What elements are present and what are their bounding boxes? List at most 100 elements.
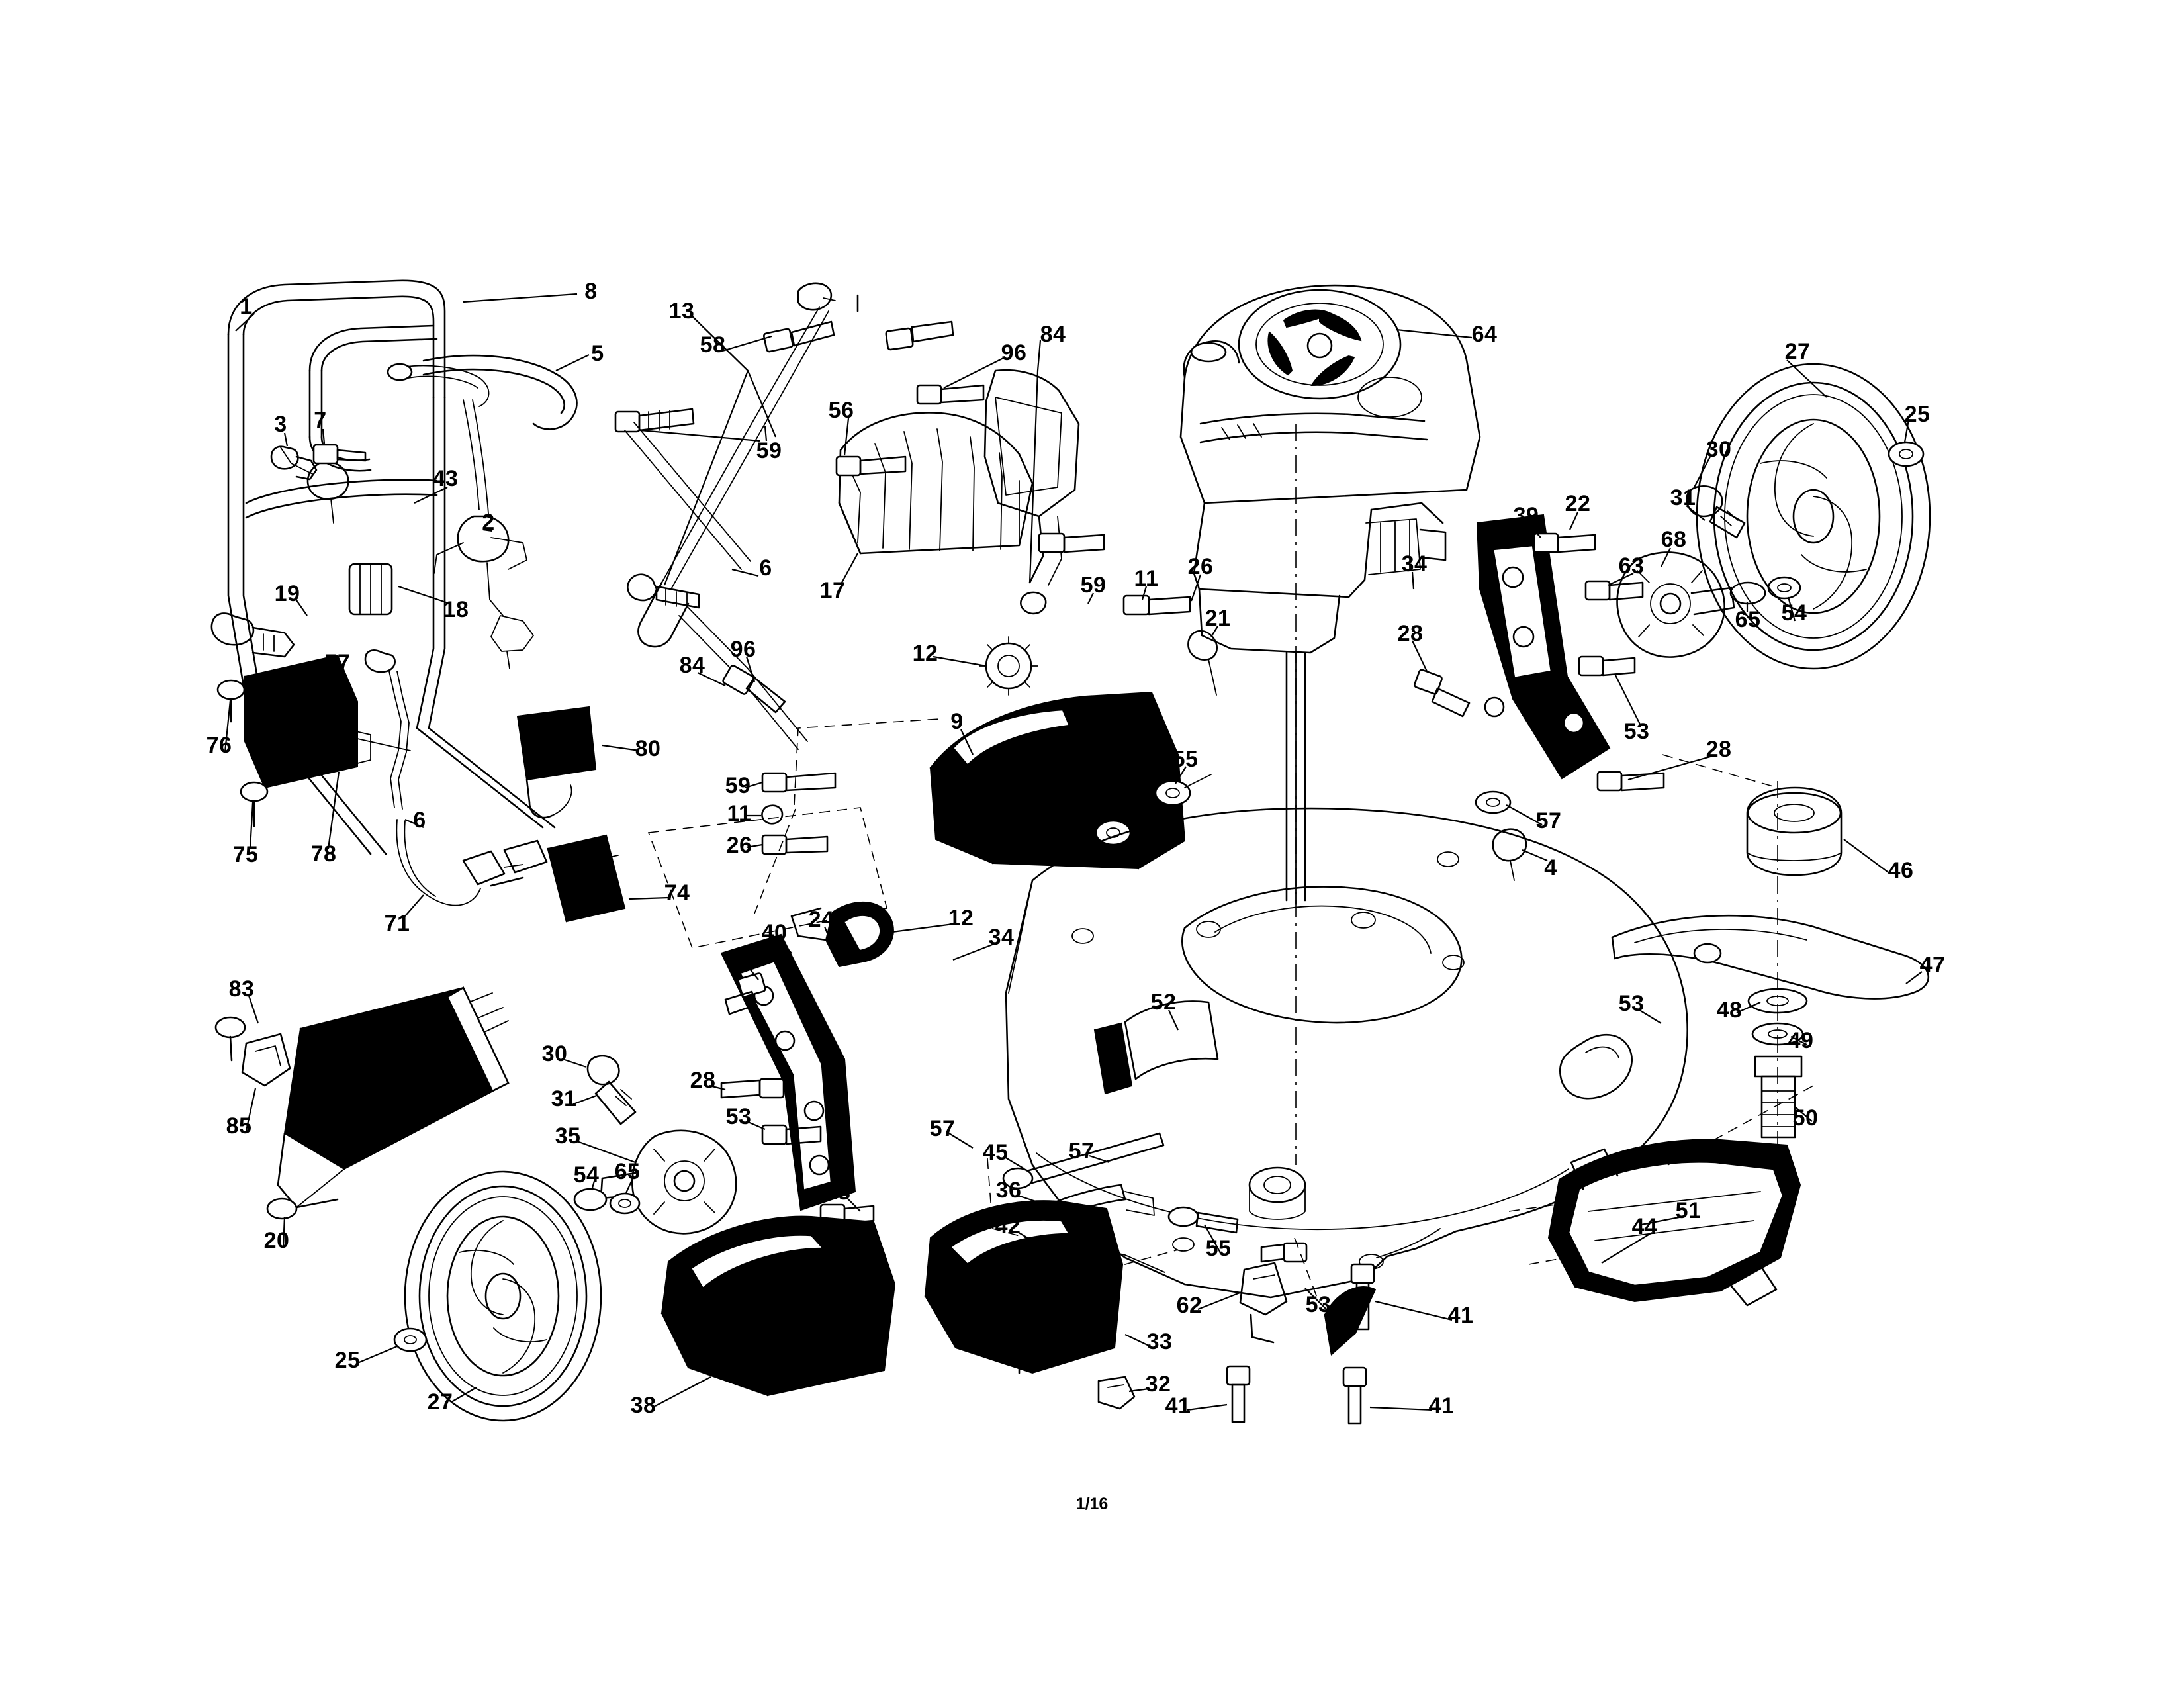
engine-64 xyxy=(1179,284,1481,905)
washer-20-lower xyxy=(266,1197,298,1220)
adapter-leader-dash xyxy=(1662,754,1778,788)
callout-18: 18 xyxy=(443,597,469,622)
callout-31: 31 xyxy=(1670,485,1696,510)
callout-96: 96 xyxy=(1001,340,1027,365)
callout-33: 33 xyxy=(1146,1329,1173,1354)
mower-deck-52 xyxy=(1005,807,1688,1299)
callout-21: 21 xyxy=(1205,606,1231,631)
shield-dash-1 xyxy=(1508,1204,1556,1212)
knob-19 xyxy=(210,612,295,658)
callout-63: 63 xyxy=(1618,553,1645,579)
bolt-28-right xyxy=(1596,771,1665,792)
callout-50: 50 xyxy=(1792,1105,1819,1131)
control-cable-assembly xyxy=(280,363,534,669)
callout-9: 9 xyxy=(950,709,964,734)
callout-54: 54 xyxy=(1781,600,1807,626)
wire-harness xyxy=(396,819,548,906)
callout-19: 19 xyxy=(274,581,300,606)
brake-arm xyxy=(1324,1286,1377,1356)
callout-65: 65 xyxy=(614,1159,641,1184)
assembly-region-dash-3 xyxy=(754,808,796,914)
callout-49: 49 xyxy=(1788,1028,1814,1053)
callout-72: 72 xyxy=(584,845,611,870)
callout-51: 51 xyxy=(1675,1198,1702,1223)
handle-bolt-7 xyxy=(312,444,367,465)
bolt-96 xyxy=(916,384,985,405)
bolt-41-c xyxy=(1342,1366,1367,1425)
callout-53: 53 xyxy=(1305,1292,1332,1317)
callout-57: 57 xyxy=(1068,1139,1095,1164)
callout-52: 52 xyxy=(1150,990,1177,1015)
callout-36: 36 xyxy=(995,1178,1022,1203)
bolt-28-left-lower xyxy=(1414,669,1471,718)
callout-45: 45 xyxy=(982,1140,1009,1165)
callout-22: 22 xyxy=(726,947,752,972)
washers-55-upper xyxy=(1095,774,1212,846)
callout-3: 3 xyxy=(274,412,287,437)
callout-25: 25 xyxy=(1904,402,1931,427)
callout-34: 34 xyxy=(1401,551,1428,577)
callout-96: 96 xyxy=(730,637,756,662)
latch-32 xyxy=(1097,1376,1136,1410)
assembly-region-dash xyxy=(647,807,887,949)
blade-47 xyxy=(1611,914,1930,1000)
callout-58: 58 xyxy=(700,332,726,357)
callout-39: 39 xyxy=(1513,503,1539,528)
module-74 xyxy=(547,834,626,923)
bolts-59-11-26 xyxy=(761,772,837,855)
callout-85: 85 xyxy=(226,1113,252,1139)
callout-59: 59 xyxy=(756,438,782,463)
leader-lines xyxy=(224,293,1923,1411)
assembly-region-dash-2 xyxy=(794,718,940,806)
callout-84: 84 xyxy=(679,653,705,678)
callout-71: 71 xyxy=(384,911,410,936)
callout-8: 8 xyxy=(584,279,598,304)
callout-64: 64 xyxy=(1471,322,1498,347)
spacer-18 xyxy=(348,563,393,616)
pin-6-lower xyxy=(364,649,410,810)
bolt-59a xyxy=(614,408,695,433)
callout-6: 6 xyxy=(413,808,426,833)
callout-26: 26 xyxy=(726,833,752,858)
callout-28: 28 xyxy=(690,1068,716,1093)
shield-dash-2 xyxy=(1528,1257,1567,1265)
callout-55: 55 xyxy=(1172,747,1199,772)
callout-35: 35 xyxy=(555,1123,581,1149)
page-number: 1/16 xyxy=(1075,1495,1109,1513)
callout-53: 53 xyxy=(1618,991,1645,1016)
bolt-63 xyxy=(1584,580,1644,601)
callout-20: 20 xyxy=(263,1228,290,1253)
handle-knob-3 xyxy=(270,445,318,481)
brake-dash xyxy=(1294,1237,1318,1298)
rear-cover-33 xyxy=(924,1200,1124,1374)
bolt-58 xyxy=(762,320,835,353)
bolt-28-53-left xyxy=(720,1078,875,1225)
callout-12: 12 xyxy=(948,906,974,931)
callout-53: 53 xyxy=(725,1104,752,1129)
rear-bar-20 xyxy=(277,986,510,1209)
callout-41: 41 xyxy=(1428,1393,1455,1419)
callout-12: 12 xyxy=(912,641,938,666)
callout-83: 83 xyxy=(228,976,255,1002)
callout-56: 56 xyxy=(828,398,854,423)
callout-2: 2 xyxy=(482,510,495,535)
callout-27: 27 xyxy=(427,1389,453,1415)
callout-47: 47 xyxy=(1919,953,1946,978)
upper-bracket-assembly xyxy=(983,369,1218,696)
callout-40: 40 xyxy=(761,920,788,945)
callout-55: 55 xyxy=(1205,1236,1232,1261)
callout-46: 46 xyxy=(1888,858,1914,883)
callout-5: 5 xyxy=(591,341,604,366)
callout-30: 30 xyxy=(1706,437,1732,462)
handle-assembly xyxy=(227,279,578,855)
callout-80: 80 xyxy=(635,736,661,761)
pin-30-31-left xyxy=(586,1055,637,1125)
callout-13: 13 xyxy=(668,299,695,324)
wheel-left-27 xyxy=(393,1170,602,1422)
callout-11: 11 xyxy=(727,801,752,826)
callout-24: 24 xyxy=(808,907,835,932)
callout-41: 41 xyxy=(1165,1393,1191,1419)
callout-54: 54 xyxy=(573,1162,600,1188)
bolt-84-upper xyxy=(885,320,954,351)
